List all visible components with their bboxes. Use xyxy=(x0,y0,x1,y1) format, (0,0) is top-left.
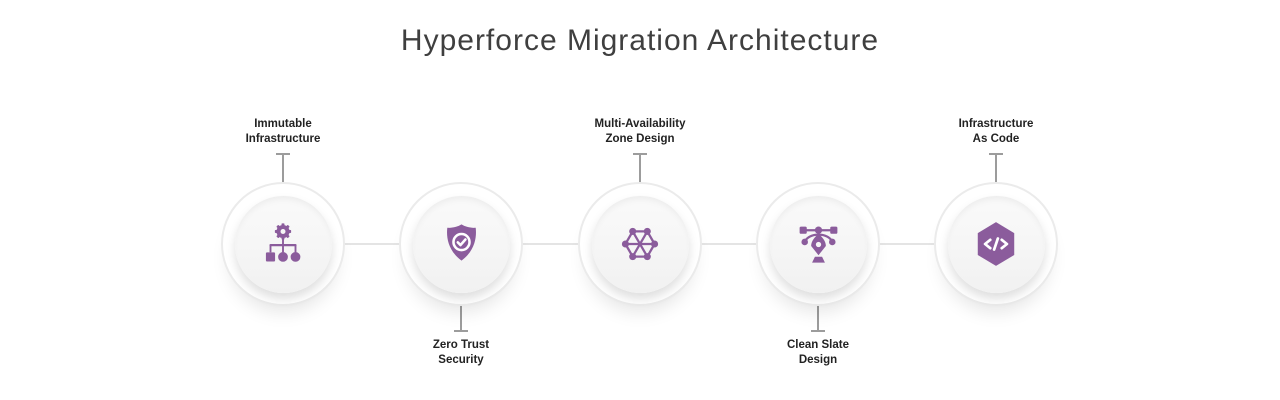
node-circle xyxy=(756,182,880,306)
node-circle xyxy=(399,182,523,306)
page-title: Hyperforce Migration Architecture xyxy=(400,24,880,57)
sitemap-gear-icon xyxy=(265,223,301,262)
connector-cap xyxy=(633,153,647,155)
node-circle-inner xyxy=(769,195,867,293)
shield-check-icon xyxy=(446,223,476,261)
code-hexagon-icon xyxy=(977,222,1015,266)
node-label-line1: Zero Trust xyxy=(432,339,490,351)
node-label: Multi-Availability Zone Design xyxy=(560,117,720,146)
node-label-line1: Immutable xyxy=(254,118,312,130)
node-clean-slate-design: Clean Slate Design xyxy=(738,0,898,400)
node-infrastructure-as-code: Infrastructure As Code xyxy=(916,0,1076,400)
node-circle-inner xyxy=(591,195,689,293)
node-label-line2: Zone Design xyxy=(605,132,675,145)
connector-cap xyxy=(811,330,825,332)
label-connector xyxy=(989,153,1003,184)
node-zero-trust-security: Zero Trust Security xyxy=(381,0,541,400)
node-label-line2: Design xyxy=(798,353,838,366)
node-label: Clean Slate Design xyxy=(738,338,898,367)
label-connector xyxy=(276,153,290,184)
network-hexagon-icon xyxy=(621,227,659,261)
node-multi-availability-zone-design: Multi-Availability Zone Design xyxy=(560,0,720,400)
node-label-line1: Infrastructure xyxy=(958,118,1034,130)
connector-cap xyxy=(454,330,468,332)
node-circle xyxy=(934,182,1058,306)
connector-cap xyxy=(276,153,290,155)
node-label-line2: Infrastructure xyxy=(245,132,321,145)
node-label-line2: Security xyxy=(438,353,484,366)
node-circle-inner xyxy=(412,195,510,293)
connector-cap xyxy=(989,153,1003,155)
node-label-line2: As Code xyxy=(972,132,1020,145)
node-label: Infrastructure As Code xyxy=(916,117,1076,146)
pen-tool-icon xyxy=(799,226,837,263)
node-label-line1: Multi-Availability xyxy=(594,118,686,130)
node-circle-inner xyxy=(234,195,332,293)
node-label-line1: Clean Slate xyxy=(787,339,849,351)
node-label: Immutable Infrastructure xyxy=(203,117,363,146)
node-circle xyxy=(578,182,702,306)
label-connector xyxy=(454,305,468,332)
label-connector xyxy=(811,305,825,332)
node-circle-inner xyxy=(947,195,1045,293)
label-connector xyxy=(633,153,647,184)
node-circle xyxy=(221,182,345,306)
node-label: Zero Trust Security xyxy=(381,338,541,367)
node-immutable-infrastructure: Immutable Infrastructure xyxy=(203,0,363,400)
